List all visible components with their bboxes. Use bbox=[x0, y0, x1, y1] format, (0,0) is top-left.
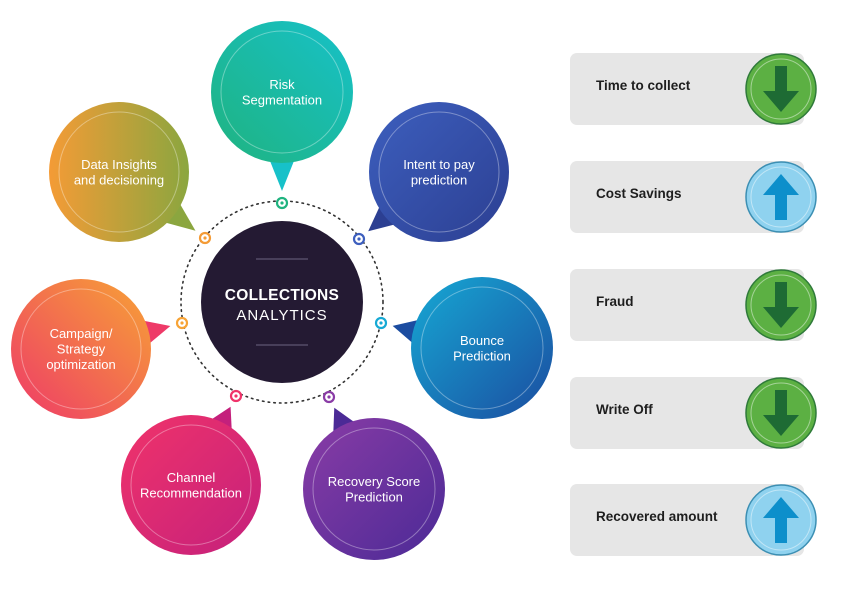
bubble-inner-ring bbox=[130, 424, 252, 546]
connector-dot-center bbox=[379, 321, 383, 325]
bubble-circle bbox=[369, 102, 509, 242]
bubble-inner-ring bbox=[58, 111, 180, 233]
connector-dot-center bbox=[180, 321, 184, 325]
metric-card-bg bbox=[570, 269, 804, 341]
bubble-circle bbox=[121, 415, 261, 555]
bubble-label-line: Data Insights bbox=[81, 157, 157, 172]
metric-card-time-to-collect: Time to collect bbox=[570, 53, 817, 125]
metric-card-bg bbox=[570, 53, 804, 125]
bubble-label-line: Segmentation bbox=[242, 92, 322, 107]
bubble-circle bbox=[411, 277, 553, 419]
metric-card-fraud: Fraud bbox=[570, 269, 817, 341]
bubble-label-line: Bounce bbox=[460, 333, 504, 348]
hub-subtitle: ANALYTICS bbox=[236, 307, 327, 324]
hub-title: COLLECTIONS bbox=[225, 287, 339, 304]
metric-card-bg bbox=[570, 161, 804, 233]
metric-label: Write Off bbox=[596, 402, 653, 417]
metric-label: Cost Savings bbox=[596, 186, 682, 201]
bubble-label-line: Prediction bbox=[453, 348, 511, 363]
metric-card-write-off: Write Off bbox=[570, 377, 817, 449]
bubble-label-line: Intent to pay bbox=[403, 157, 475, 172]
metric-label: Fraud bbox=[596, 294, 634, 309]
bubble-label-line: Channel bbox=[167, 470, 216, 485]
arrow-down-icon bbox=[745, 377, 817, 449]
bubble-circle bbox=[49, 102, 189, 242]
bubble-label-line: Prediction bbox=[345, 489, 403, 504]
arrow-down-icon bbox=[745, 53, 817, 125]
metric-card-bg bbox=[570, 484, 804, 556]
connector-dot-center bbox=[234, 394, 238, 398]
bubble-inner-ring bbox=[312, 427, 436, 551]
arrow-up-icon bbox=[745, 161, 817, 233]
metric-label: Recovered amount bbox=[596, 509, 718, 524]
metric-card-cost-savings: Cost Savings bbox=[570, 161, 817, 233]
bubble-circle bbox=[211, 21, 353, 163]
bubble-label-line: prediction bbox=[411, 172, 467, 187]
bubble-label-line: and decisioning bbox=[74, 172, 164, 187]
metric-card-bg bbox=[570, 377, 804, 449]
connector-dot-center bbox=[327, 395, 331, 399]
bubble-circle bbox=[11, 279, 151, 419]
connector-dot-center bbox=[357, 237, 361, 241]
connector-dot-center bbox=[280, 201, 284, 205]
bubble-label-line: Strategy bbox=[57, 342, 106, 357]
bubble-inner-ring bbox=[220, 30, 344, 154]
bubble-label-line: Recommendation bbox=[140, 485, 242, 500]
bubble-inner-ring bbox=[20, 288, 142, 410]
bubble-circle bbox=[303, 418, 445, 560]
arrow-down-icon bbox=[745, 269, 817, 341]
bubble-pointer bbox=[268, 157, 296, 191]
bubble-label-line: Campaign/ bbox=[50, 326, 113, 341]
metric-card-recovered-amount: Recovered amount bbox=[570, 484, 817, 556]
bubble-label-line: Recovery Score bbox=[328, 474, 420, 489]
hub: COLLECTIONS ANALYTICS bbox=[201, 221, 363, 383]
bubble-pointer bbox=[368, 203, 398, 232]
hub-circle bbox=[201, 221, 363, 383]
bubble-pointer bbox=[162, 200, 196, 231]
connector-dot-center bbox=[203, 236, 207, 240]
metric-label: Time to collect bbox=[596, 78, 691, 93]
bubble-inner-ring bbox=[420, 286, 544, 410]
bubble-label-line: optimization bbox=[46, 357, 115, 372]
bubble-label-line: Risk bbox=[269, 77, 295, 92]
arrow-up-icon bbox=[745, 484, 817, 556]
bubble-inner-ring bbox=[378, 111, 500, 233]
